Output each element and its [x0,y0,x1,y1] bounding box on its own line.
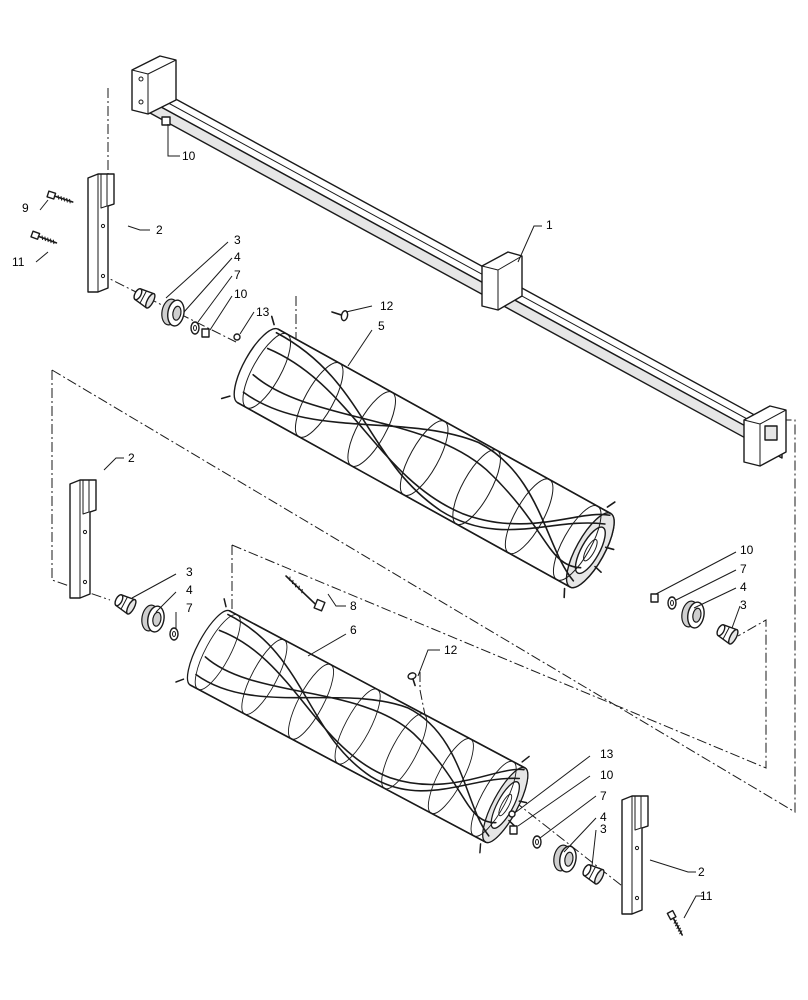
callout-11: 11 [700,889,713,903]
callout-1: 1 [546,218,553,232]
callout-2: 2 [128,451,135,465]
callout-7: 7 [234,268,241,282]
middle-left-hardware [111,591,179,641]
frame-tube [131,55,787,467]
bolt-11-upper [30,230,59,247]
callout-10: 10 [234,287,248,301]
right-hardware-upper [650,593,741,646]
callout-12: 12 [380,299,394,313]
callout-13: 13 [256,305,270,319]
callout-4: 4 [600,810,607,824]
lower-right-hardware [508,810,607,886]
lower-roller [171,592,547,862]
callout-7: 7 [186,601,193,615]
callout-2: 2 [156,223,163,237]
callout-13: 13 [600,747,614,761]
callout-3: 3 [234,233,241,247]
callout-4: 4 [186,583,193,597]
callout-10: 10 [740,543,754,557]
leader-lines [35,124,741,919]
bolt-8 [285,575,326,612]
callout-5: 5 [378,319,385,333]
callout-3: 3 [600,822,607,836]
callout-6: 6 [350,623,357,637]
callout-2: 2 [698,865,705,879]
callout-12: 12 [444,643,458,657]
callout-7: 7 [740,562,747,576]
bolt-12-lower [407,672,417,687]
upper-left-hardware [130,116,241,341]
callout-3: 3 [740,598,747,612]
bolt-9 [46,190,75,206]
callout-4: 4 [740,580,747,594]
callout-labels: 1 2 2 2 3 3 3 3 4 4 4 4 5 6 7 7 7 7 8 9 … [12,149,754,903]
callout-7: 7 [600,789,607,803]
callout-3: 3 [186,565,193,579]
callout-10: 10 [182,149,196,163]
bolt-11-lower [666,909,686,938]
bracket-lower-right [621,795,649,915]
callout-4: 4 [234,250,241,264]
bracket-middle-left [69,479,97,599]
bracket-upper-left [87,173,115,293]
upper-roller [217,310,635,608]
callout-11: 11 [12,255,25,269]
callout-8: 8 [350,599,357,613]
bolt-12-upper [331,310,349,322]
callout-10: 10 [600,768,614,782]
callout-9: 9 [22,201,29,215]
